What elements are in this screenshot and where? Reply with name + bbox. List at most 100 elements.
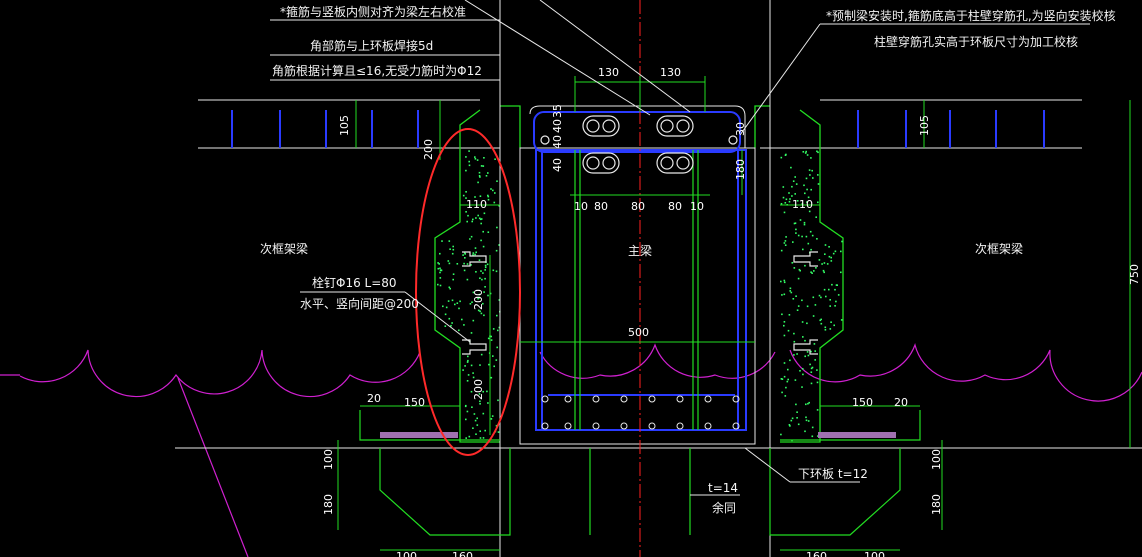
concrete-speckle: [787, 368, 789, 371]
label-lower-ring-plate: 下环板 t=12: [798, 467, 868, 481]
concrete-speckle: [463, 262, 465, 265]
concrete-speckle: [465, 437, 467, 439]
dim-20-left: 20: [367, 392, 381, 405]
concrete-speckle: [495, 270, 498, 273]
concrete-speckle: [805, 177, 808, 180]
concrete-speckle: [831, 283, 833, 286]
concrete-speckle: [465, 169, 467, 172]
concrete-speckle: [815, 267, 817, 269]
concrete-speckle: [794, 176, 796, 178]
concrete-speckle: [782, 196, 785, 199]
concrete-speckle: [480, 218, 483, 220]
concrete-speckle: [783, 362, 786, 364]
note-precast-install: *预制梁安装时,箍筋底高于柱壁穿筋孔,为竖向安装校核: [826, 8, 1116, 23]
label-right-secondary-beam: 次框架梁: [975, 241, 1023, 256]
concrete-speckle: [805, 150, 807, 153]
note-hole-check: 柱壁穿筋孔实高于环板尺寸为加工校核: [874, 34, 1078, 49]
concrete-speckle: [452, 273, 455, 275]
concrete-speckle: [483, 157, 485, 159]
concrete-speckle: [812, 315, 815, 317]
concrete-fill-left: [437, 150, 501, 439]
concrete-speckle: [480, 239, 482, 242]
concrete-speckle: [490, 335, 492, 338]
concrete-speckle: [812, 296, 815, 299]
concrete-speckle: [467, 359, 469, 362]
concrete-speckle: [807, 420, 810, 422]
concrete-speckle: [482, 272, 484, 274]
concrete-speckle: [805, 403, 807, 406]
concrete-speckle: [783, 334, 786, 337]
dim-100-right: 100: [930, 449, 943, 470]
concrete-speckle: [466, 410, 469, 413]
concrete-speckle: [803, 221, 806, 224]
concrete-speckle: [487, 194, 489, 197]
concrete-speckle: [496, 180, 498, 182]
concrete-speckle: [474, 196, 476, 198]
concrete-speckle: [447, 300, 450, 302]
concrete-speckle: [829, 328, 832, 330]
concrete-speckle: [439, 252, 441, 255]
concrete-speckle: [491, 415, 494, 417]
concrete-speckle: [789, 198, 791, 200]
concrete-speckle: [796, 309, 799, 311]
concrete-speckle: [473, 413, 476, 415]
concrete-speckle: [448, 286, 451, 289]
concrete-speckle: [817, 183, 820, 185]
concrete-speckle: [783, 242, 786, 244]
concrete-speckle: [829, 305, 831, 307]
concrete-speckle: [810, 367, 813, 370]
concrete-speckle: [468, 435, 471, 438]
concrete-speckle: [464, 365, 466, 367]
concrete-speckle: [809, 363, 811, 366]
concrete-speckle: [810, 157, 812, 159]
concrete-speckle: [804, 430, 806, 433]
concrete-speckle: [489, 292, 492, 295]
concrete-speckle: [814, 350, 816, 352]
concrete-speckle: [783, 293, 786, 296]
concrete-speckle: [471, 406, 473, 408]
concrete-speckle: [479, 403, 481, 405]
concrete-speckle: [465, 156, 467, 158]
concrete-speckle: [490, 339, 493, 341]
concrete-speckle: [444, 325, 447, 327]
concrete-speckle: [835, 284, 838, 286]
concrete-speckle: [806, 322, 808, 325]
concrete-speckle: [818, 259, 821, 261]
concrete-speckle: [803, 184, 805, 187]
concrete-speckle: [464, 257, 466, 259]
concrete-speckle: [445, 306, 448, 309]
concrete-speckle: [442, 305, 444, 308]
dim-105-right: 105: [918, 115, 931, 136]
concrete-speckle: [813, 270, 815, 272]
concrete-speckle: [792, 298, 795, 300]
concrete-speckle: [477, 214, 479, 217]
concrete-speckle: [795, 183, 798, 185]
concrete-speckle: [817, 201, 819, 204]
concrete-speckle: [783, 211, 786, 214]
concrete-speckle: [451, 252, 454, 255]
dimension-lines: [337, 76, 1131, 551]
concrete-speckle: [816, 369, 818, 371]
concrete-speckle: [822, 269, 825, 272]
dim-500: 500: [628, 326, 649, 339]
concrete-speckle: [789, 425, 791, 427]
concrete-speckle: [471, 301, 473, 303]
concrete-speckle: [780, 156, 783, 159]
concrete-speckle: [463, 269, 466, 272]
concrete-speckle: [462, 254, 464, 256]
concrete-speckle: [439, 284, 442, 287]
concrete-speckle: [463, 252, 466, 254]
concrete-speckle: [465, 418, 467, 421]
concrete-speckle: [482, 165, 485, 167]
concrete-speckle: [816, 381, 819, 384]
dim-bot-160a: 160: [452, 550, 473, 557]
concrete-speckle: [811, 426, 814, 429]
concrete-speckle: [483, 314, 485, 317]
concrete-speckle: [483, 291, 485, 293]
dim-150-right: 150: [852, 396, 873, 409]
concrete-speckle: [801, 299, 803, 302]
concrete-speckle: [781, 313, 783, 316]
concrete-speckle: [486, 263, 489, 266]
slab-rebars: [231, 110, 1045, 148]
concrete-speckle: [480, 222, 482, 225]
